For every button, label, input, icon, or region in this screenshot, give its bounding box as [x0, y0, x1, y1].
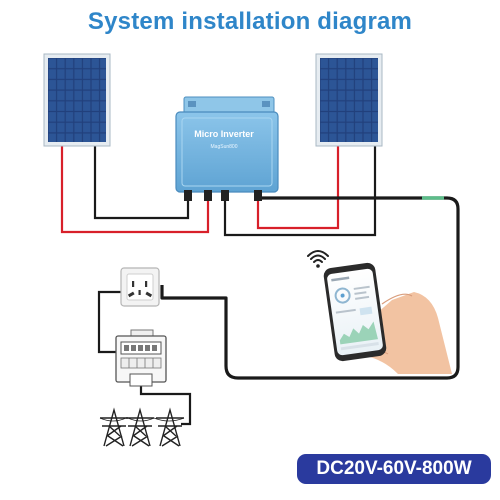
diagram-title: System installation diagram	[87, 8, 413, 35]
wall-socket-icon	[120, 267, 160, 307]
electric-meter-icon	[115, 329, 167, 387]
dc-red-wires	[60, 142, 340, 234]
inverter-brand: MagSun800	[211, 144, 238, 150]
wifi-icon	[307, 250, 329, 268]
grid-wires	[97, 290, 192, 426]
inverter-label: Micro Inverter	[194, 129, 254, 139]
spec-badge: DC20V-60V-800W	[297, 454, 491, 484]
solar-panel-right	[315, 53, 383, 147]
dc-black-wires	[93, 142, 377, 237]
power-tower-icon	[99, 407, 185, 447]
solar-panel-left	[43, 53, 111, 147]
smartphone-icon	[323, 262, 387, 362]
micro-inverter	[175, 96, 279, 201]
ac-trunk-cable	[160, 196, 460, 380]
